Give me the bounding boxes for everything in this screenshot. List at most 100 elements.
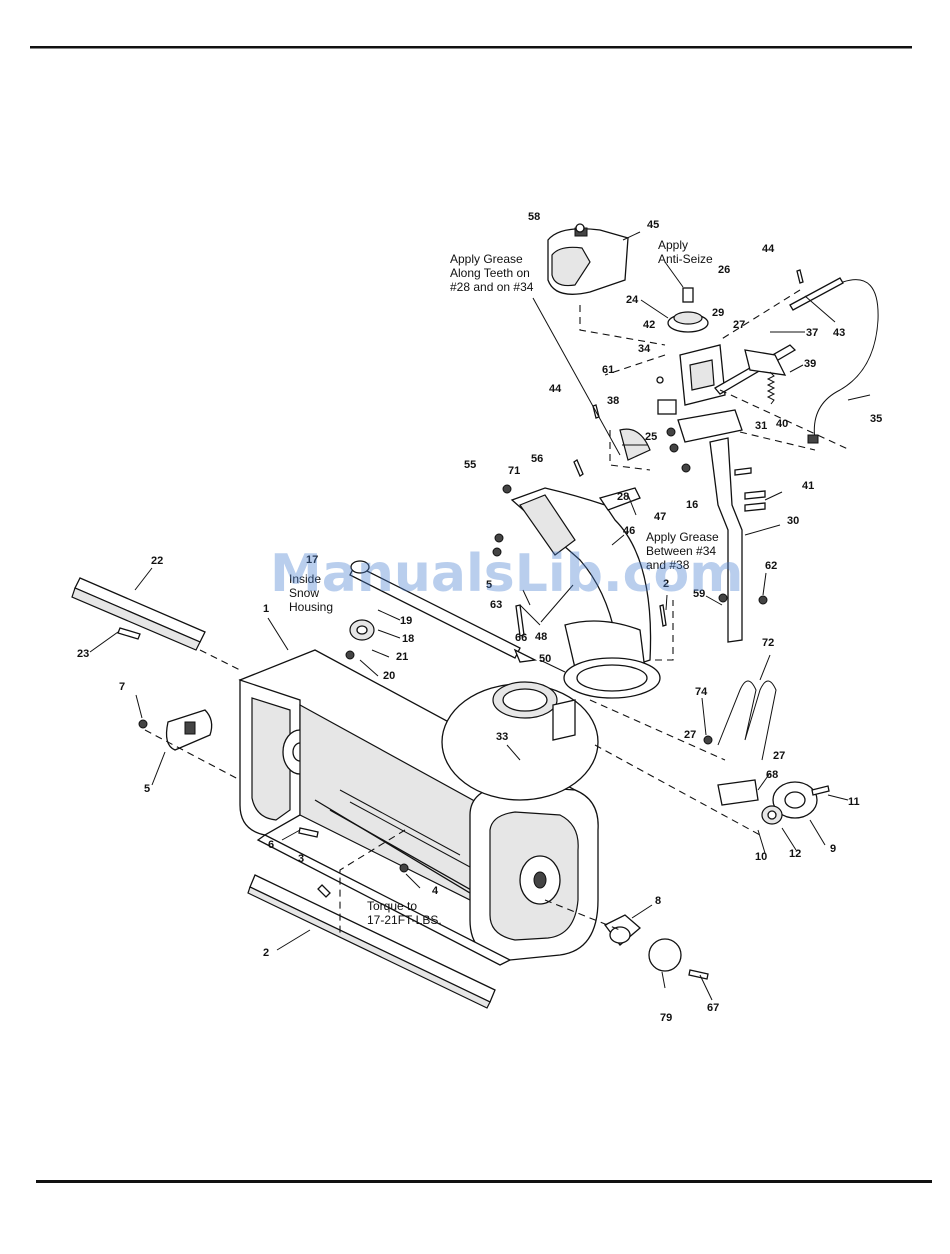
callout-30: 30 xyxy=(787,515,799,527)
chute-deflector xyxy=(547,227,629,295)
callout-2: 2 xyxy=(663,578,669,590)
callout-1: 1 xyxy=(263,603,269,615)
callout-56: 56 xyxy=(531,453,543,465)
gear-assembly xyxy=(619,287,743,461)
note-grease-between: Apply Grease Between #34 and #38 xyxy=(646,530,719,572)
callout-4: 4 xyxy=(432,885,439,897)
callout-23: 23 xyxy=(77,648,89,660)
chute-handle xyxy=(709,437,743,643)
callout-11: 11 xyxy=(848,796,860,808)
callout-27b: 27 xyxy=(684,729,696,741)
callout-48: 48 xyxy=(535,631,547,643)
callout-22: 22 xyxy=(151,555,163,567)
svg-text:Housing: Housing xyxy=(289,600,333,614)
impeller-housing xyxy=(441,681,599,801)
callout-41: 41 xyxy=(802,480,814,492)
rod-and-cable xyxy=(789,277,879,444)
callout-37: 37 xyxy=(806,327,818,339)
callout-12: 12 xyxy=(789,848,801,860)
callout-10: 10 xyxy=(755,851,767,863)
callout-35: 35 xyxy=(870,413,882,425)
callout-39: 39 xyxy=(804,358,816,370)
callout-79: 79 xyxy=(660,1012,672,1024)
callout-71: 71 xyxy=(508,465,520,477)
callout-31: 31 xyxy=(755,420,767,432)
svg-text:17-21FT-LBS.: 17-21FT-LBS. xyxy=(367,913,442,927)
callout-18: 18 xyxy=(402,633,414,645)
callout-19: 19 xyxy=(400,615,412,627)
callout-55: 55 xyxy=(464,459,476,471)
callout-17: 17 xyxy=(306,554,318,566)
callout-20: 20 xyxy=(383,670,395,682)
callout-44b: 44 xyxy=(549,383,562,395)
leader-lines xyxy=(89,231,871,1001)
callout-25: 25 xyxy=(645,431,657,443)
shift-rod xyxy=(717,680,777,806)
callout-33: 33 xyxy=(496,731,508,743)
callout-47: 47 xyxy=(654,511,666,523)
svg-text:Snow: Snow xyxy=(289,586,319,600)
svg-text:Inside: Inside xyxy=(289,572,321,586)
note-inside-housing: Inside Snow Housing xyxy=(289,572,333,614)
note-grease-teeth: Apply Grease Along Teeth on #28 and on #… xyxy=(450,252,534,294)
callout-40: 40 xyxy=(776,418,788,430)
top-rule xyxy=(30,46,912,49)
callout-45: 45 xyxy=(647,219,659,231)
tube-22 xyxy=(71,577,206,651)
callout-5b: 5 xyxy=(144,783,150,795)
callout-28: 28 xyxy=(617,491,629,503)
callout-50: 50 xyxy=(539,653,551,665)
callout-74: 74 xyxy=(695,686,708,698)
auger-shaft xyxy=(349,560,538,663)
callout-67: 67 xyxy=(707,1002,719,1014)
callout-62: 62 xyxy=(765,560,777,572)
callout-34: 34 xyxy=(638,343,651,355)
chute xyxy=(510,487,661,699)
callout-61: 61 xyxy=(602,364,614,376)
callout-29: 29 xyxy=(712,307,724,319)
callout-43: 43 xyxy=(833,327,845,339)
callout-21: 21 xyxy=(396,651,408,663)
callout-68: 68 xyxy=(766,769,778,781)
scraper-bar xyxy=(247,874,496,1009)
skid-shoe xyxy=(165,709,213,751)
svg-text:Anti-Seize: Anti-Seize xyxy=(658,252,713,266)
callout-72: 72 xyxy=(762,637,774,649)
note-torque: Torque to 17-21FT-LBS. xyxy=(367,899,442,927)
callout-66: 66 xyxy=(515,632,527,644)
svg-text:Torque to: Torque to xyxy=(367,899,417,913)
callout-58: 58 xyxy=(528,211,540,223)
svg-text:Apply Grease: Apply Grease xyxy=(646,530,719,544)
hardware xyxy=(117,223,830,980)
callout-27: 27 xyxy=(733,319,745,331)
side-bracket xyxy=(604,914,682,972)
callout-63: 63 xyxy=(490,599,502,611)
callout-6: 6 xyxy=(268,839,274,851)
note-anti-seize: Apply Anti-Seize xyxy=(658,238,713,266)
svg-text:#28 and on #34: #28 and on #34 xyxy=(450,280,534,294)
callout-24: 24 xyxy=(626,294,639,306)
svg-text:Between #34: Between #34 xyxy=(646,544,716,558)
svg-text:Apply Grease: Apply Grease xyxy=(450,252,523,266)
callout-3: 3 xyxy=(298,853,304,865)
callout-26: 26 xyxy=(718,264,730,276)
callout-59: 59 xyxy=(693,588,705,600)
callout-27c: 27 xyxy=(773,750,785,762)
crank-rod xyxy=(714,344,797,395)
spring xyxy=(766,371,776,405)
callout-38: 38 xyxy=(607,395,619,407)
bearing-flange xyxy=(761,781,818,825)
callout-7: 7 xyxy=(119,681,125,693)
callout-42: 42 xyxy=(643,319,655,331)
callout-5: 5 xyxy=(486,579,492,591)
svg-text:and #38: and #38 xyxy=(646,558,690,572)
svg-text:Along Teeth on: Along Teeth on xyxy=(450,266,530,280)
callouts: 58 45 44 26 24 29 27 42 37 43 34 39 61 4… xyxy=(77,211,882,1024)
callout-8: 8 xyxy=(655,895,661,907)
bottom-rule xyxy=(36,1180,932,1183)
callout-9: 9 xyxy=(830,843,836,855)
bearing xyxy=(349,619,375,641)
assembly-lines xyxy=(144,289,851,935)
callout-2b: 2 xyxy=(263,947,269,959)
